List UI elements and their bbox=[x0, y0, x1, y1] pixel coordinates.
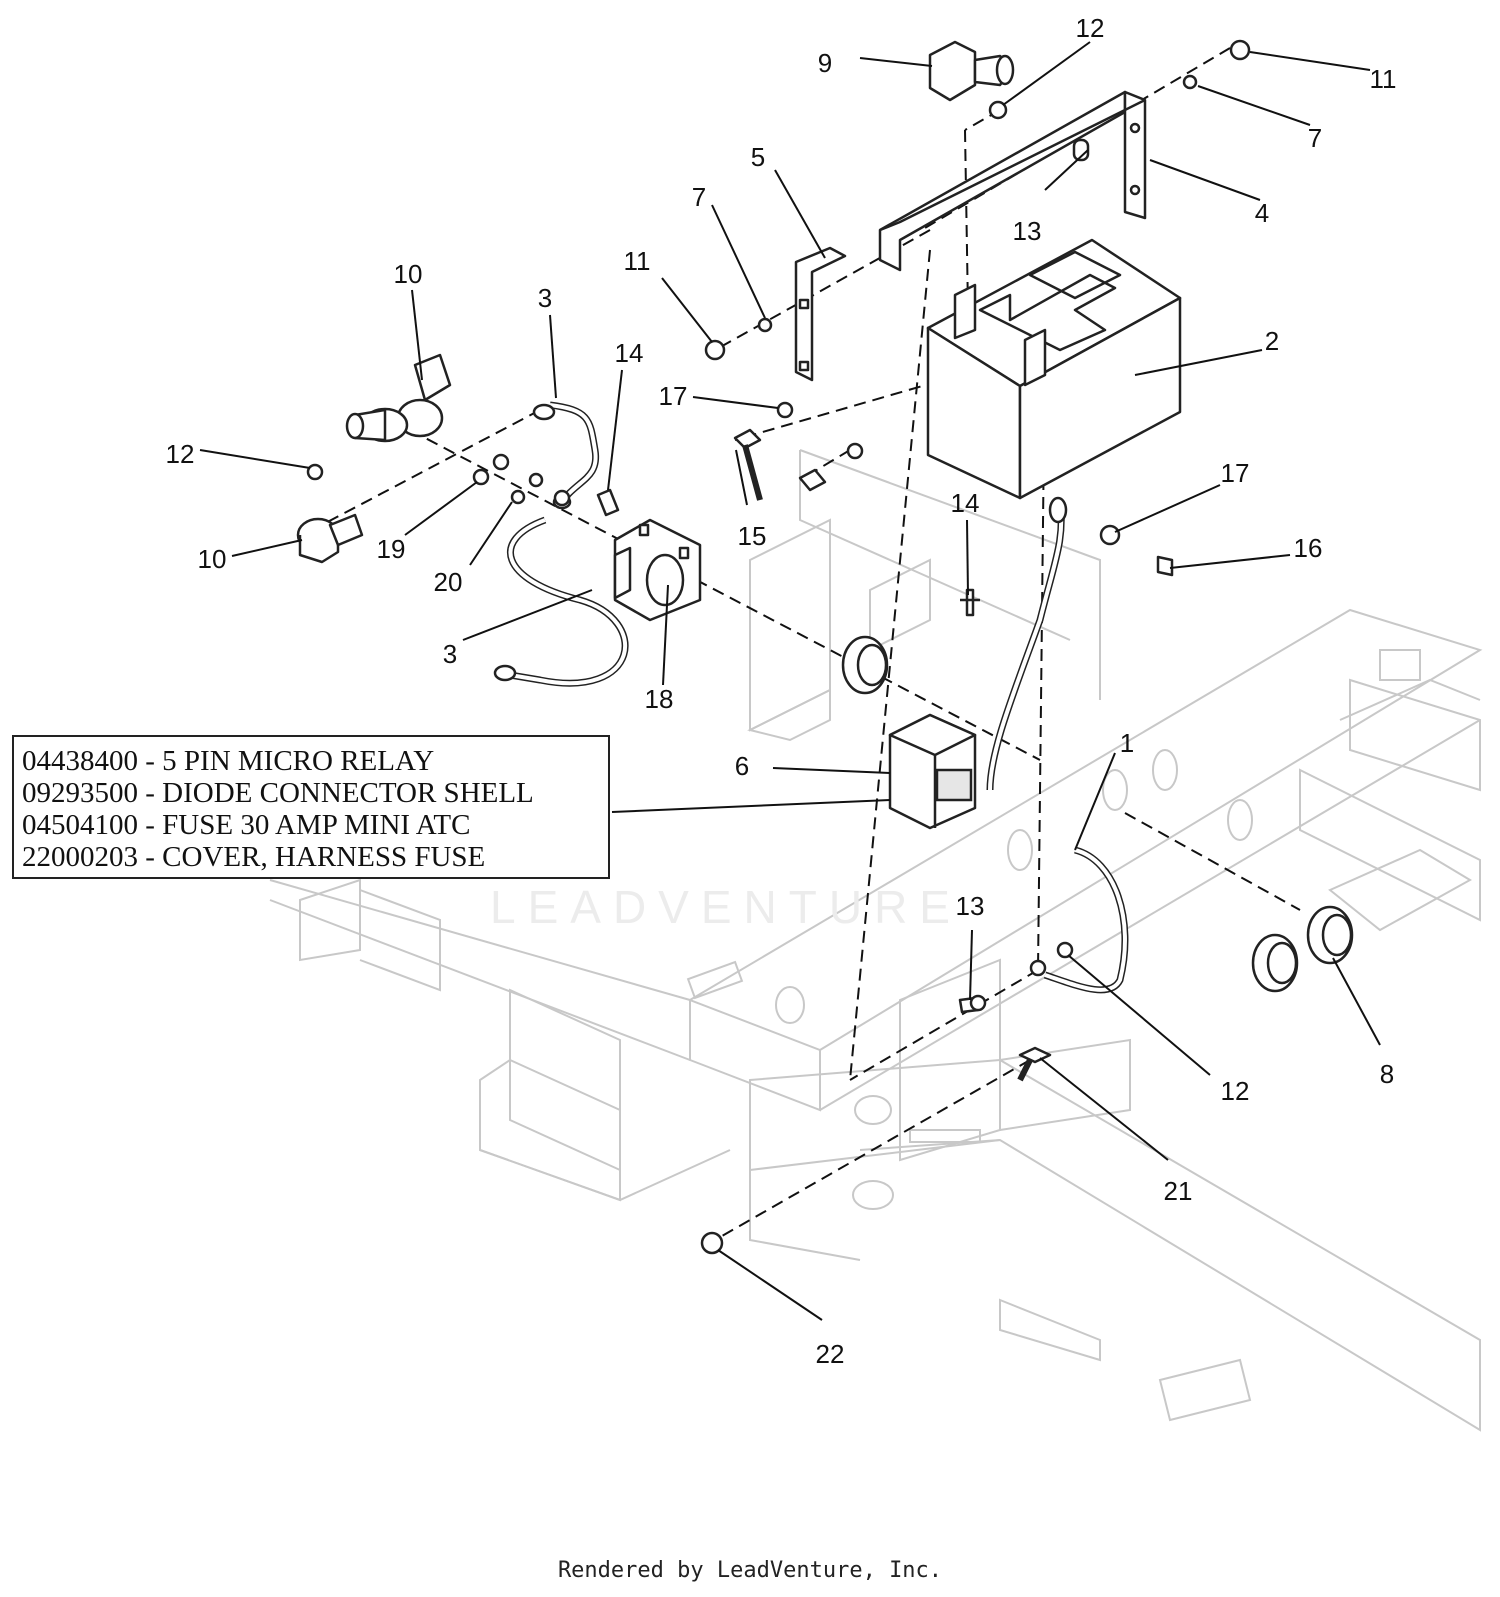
callout-21: 21 bbox=[1164, 1176, 1193, 1206]
callout-11: 11 bbox=[624, 246, 651, 276]
parts-note-line: 22000203 - COVER, HARNESS FUSE bbox=[22, 841, 486, 873]
callout-10: 10 bbox=[198, 544, 227, 574]
watermark-text: LEADVENTURE bbox=[490, 881, 962, 933]
callout-2: 2 bbox=[1265, 326, 1279, 356]
callout-13: 13 bbox=[1013, 216, 1042, 246]
render-credit: Rendered by LeadVenture, Inc. bbox=[557, 1558, 943, 1583]
callout-12: 12 bbox=[166, 439, 195, 469]
part-18-solenoid bbox=[613, 518, 702, 622]
callout-22: 22 bbox=[816, 1339, 845, 1369]
callout-17: 17 bbox=[1221, 458, 1250, 488]
callout-9: 9 bbox=[818, 48, 832, 78]
callout-11: 11 bbox=[1370, 64, 1397, 94]
callout-7: 7 bbox=[1308, 123, 1322, 153]
part-10-boots bbox=[296, 353, 452, 564]
callout-17: 17 bbox=[659, 381, 688, 411]
callout-7: 7 bbox=[692, 182, 706, 212]
leader-lines bbox=[199, 41, 1381, 1321]
callout-1: 1 bbox=[1120, 728, 1134, 758]
callout-14: 14 bbox=[615, 338, 644, 368]
callout-8: 8 bbox=[1380, 1059, 1394, 1089]
callout-4: 4 bbox=[1255, 198, 1269, 228]
callout-18: 18 bbox=[645, 684, 674, 714]
part-2-battery bbox=[926, 238, 1182, 500]
callout-5: 5 bbox=[751, 142, 765, 172]
callout-20: 20 bbox=[434, 567, 463, 597]
parts-note-line: 04504100 - FUSE 30 AMP MINI ATC bbox=[22, 809, 471, 841]
part-1-cable bbox=[986, 496, 1129, 994]
part-4-hold-down-bar bbox=[878, 90, 1147, 272]
callout-16: 16 bbox=[1294, 533, 1323, 563]
callout-19: 19 bbox=[377, 534, 406, 564]
parts-note-line: 04438400 - 5 PIN MICRO RELAY bbox=[22, 745, 435, 777]
callout-6: 6 bbox=[735, 751, 749, 781]
callout-3: 3 bbox=[443, 639, 457, 669]
part-6-relay-cover bbox=[888, 713, 977, 830]
parts-note-box: 04438400 - 5 PIN MICRO RELAY 09293500 - … bbox=[12, 735, 610, 879]
part-3-cables bbox=[493, 401, 629, 687]
callout-3: 3 bbox=[538, 283, 552, 313]
callout-10: 10 bbox=[394, 259, 423, 289]
callout-12: 12 bbox=[1076, 13, 1105, 43]
callout-14: 14 bbox=[951, 488, 980, 518]
callout-13: 13 bbox=[956, 891, 985, 921]
parts-note-line: 09293500 - DIODE CONNECTOR SHELL bbox=[22, 777, 534, 809]
part-8-grommets bbox=[841, 635, 1354, 993]
callout-15: 15 bbox=[738, 521, 767, 551]
callout-12: 12 bbox=[1221, 1076, 1250, 1106]
part-5-bracket bbox=[794, 246, 847, 382]
assembly-lines bbox=[317, 47, 1301, 1241]
callout-labels: 9 12 11 7 4 5 7 13 11 2 10 3 14 17 12 15… bbox=[166, 13, 1397, 1369]
part-9-terminal-boot bbox=[928, 40, 1015, 102]
chassis-frame bbox=[269, 449, 1483, 1432]
